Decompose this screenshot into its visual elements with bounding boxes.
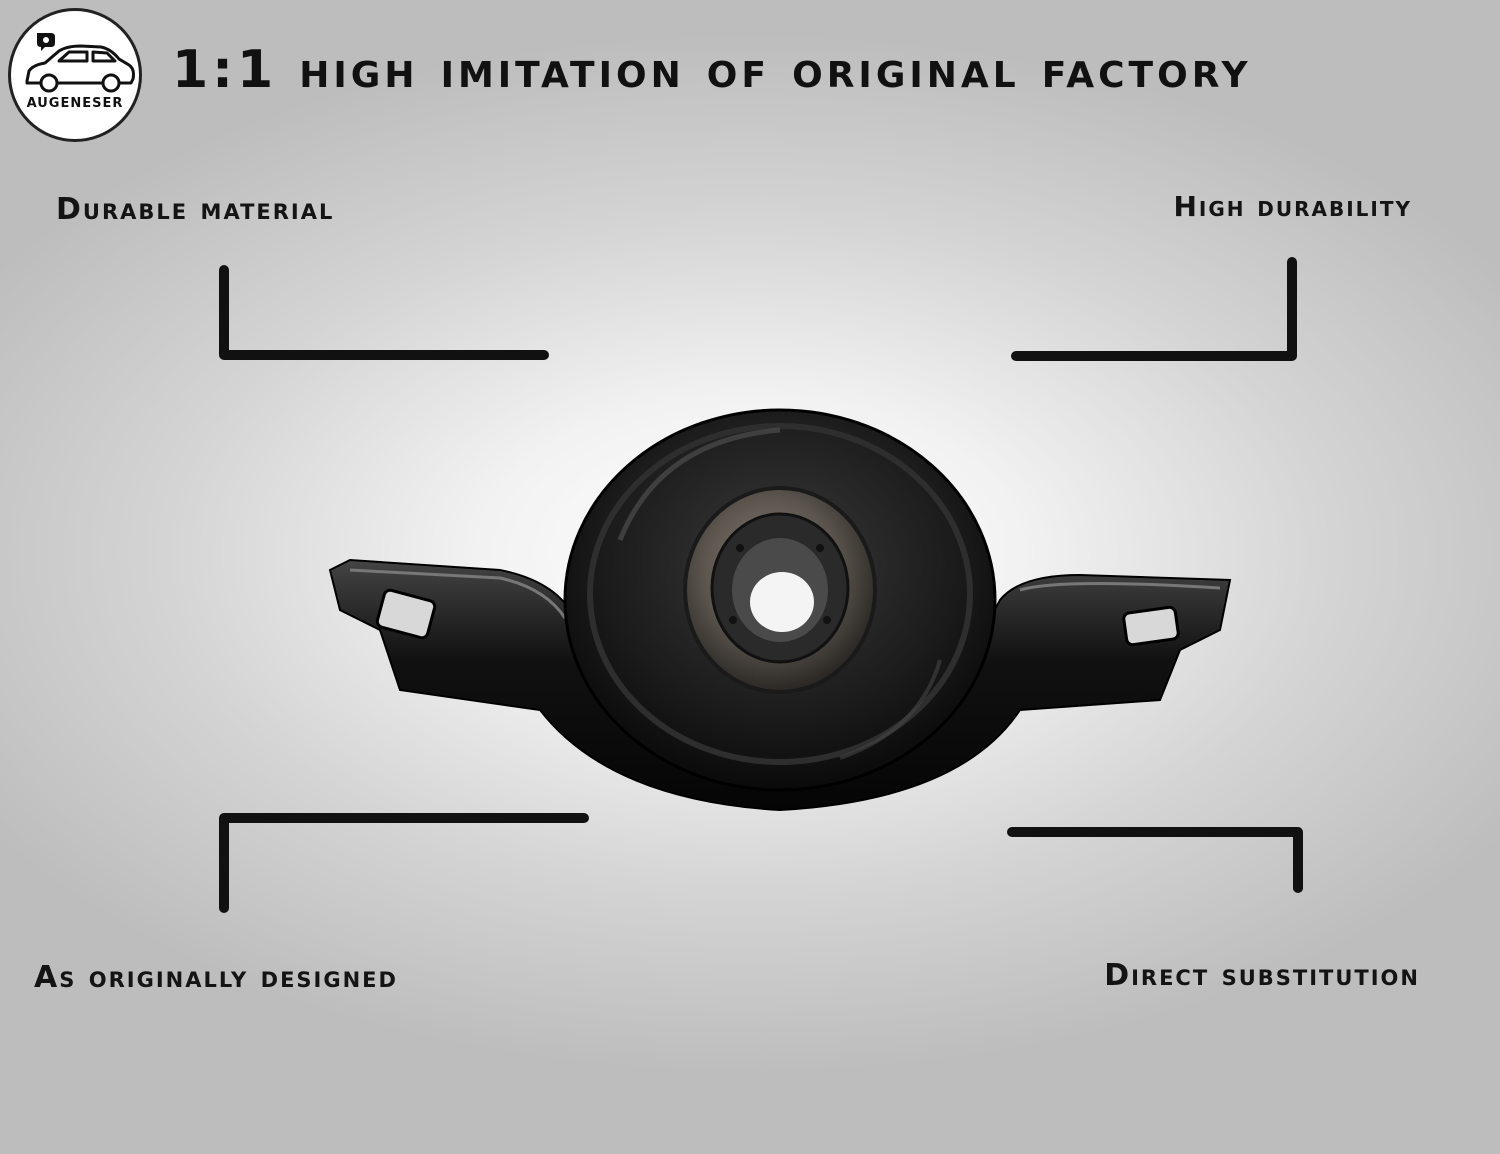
bracket-top-left <box>219 265 549 360</box>
bracket-bottom-left <box>219 813 589 913</box>
brand-logo: AUGENESER <box>8 8 142 142</box>
feature-high-durability: High durability <box>1173 190 1412 223</box>
feature-direct-substitution: Direct substitution <box>1104 958 1420 993</box>
brand-name: AUGENESER <box>26 96 124 111</box>
center-support-bearing-image <box>328 408 1232 812</box>
car-logo-icon <box>25 33 135 93</box>
bracket-bottom-right <box>1007 827 1303 893</box>
feature-durable-material: Durable material <box>56 192 335 227</box>
feature-originally-designed: As originally designed <box>34 960 398 995</box>
headline: 1:1 high imitation of original factory <box>172 40 1252 100</box>
bracket-top-right <box>1011 257 1297 361</box>
